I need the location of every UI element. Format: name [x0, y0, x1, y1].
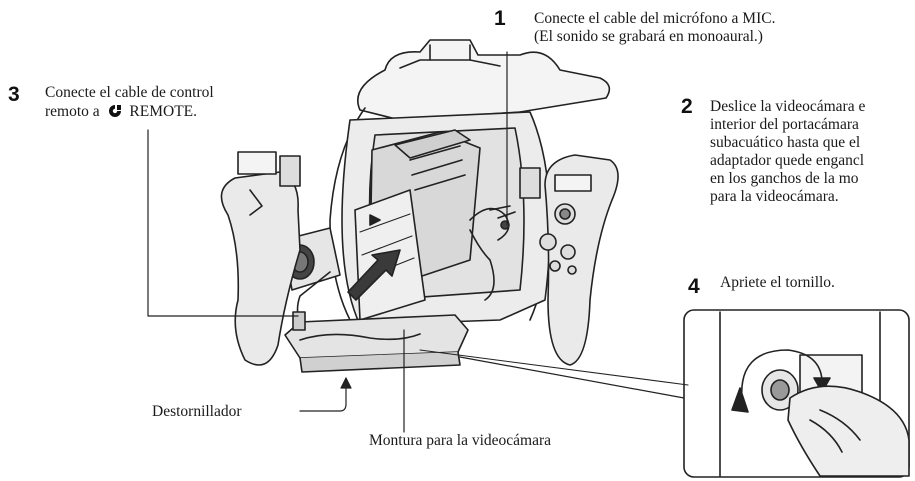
step-3-line-2-prefix: remoto a	[45, 103, 100, 120]
step-2-line-2: interior del portacámara	[710, 116, 859, 133]
step-2-line-1: Deslice la videocámara e	[710, 98, 866, 115]
step-2-line-5: en los ganchos de la mo	[710, 170, 859, 187]
step-1-line-1: Conecte el cable del micrófono a MIC.	[534, 10, 776, 27]
underwater-housing-drawing	[220, 39, 619, 373]
step-1-text: Conecte el cable del micrófono a MIC. (E…	[534, 10, 775, 46]
leader-lines	[147, 51, 685, 433]
step-2-line-4: adaptador quede engancl	[710, 152, 865, 169]
step-4-text: Apriete el tornillo.	[720, 274, 835, 292]
remote-control-jack-icon	[108, 105, 121, 117]
step-4-number: 4	[688, 275, 700, 298]
step-3-line-2-suffix: REMOTE.	[129, 103, 198, 120]
step-2-number: 2	[681, 95, 693, 118]
step-1-line-2: (El sonido se grabará en monoaural.)	[534, 28, 763, 45]
step-1-number: 1	[494, 7, 506, 30]
screw-detail-inset	[683, 309, 910, 478]
step-3-text: Conecte el cable de control remoto a REM…	[45, 84, 214, 121]
step-2-line-3: subacuático hasta que el	[710, 134, 861, 151]
step-3-line-2: remoto a REMOTE.	[45, 102, 214, 121]
step-3-line-1: Conecte el cable de control	[45, 84, 214, 101]
step-4-line-1: Apriete el tornillo.	[720, 274, 835, 291]
camera-mount-label: Montura para la videocámara	[369, 432, 552, 449]
inset-pointer-line	[419, 349, 689, 386]
step-3-number: 3	[8, 83, 20, 106]
step-2-line-6: para la videocámara.	[710, 188, 839, 205]
screwdriver-label: Destornillador	[152, 403, 242, 420]
step-2-text: Deslice la videocámara e interior del po…	[710, 98, 865, 206]
